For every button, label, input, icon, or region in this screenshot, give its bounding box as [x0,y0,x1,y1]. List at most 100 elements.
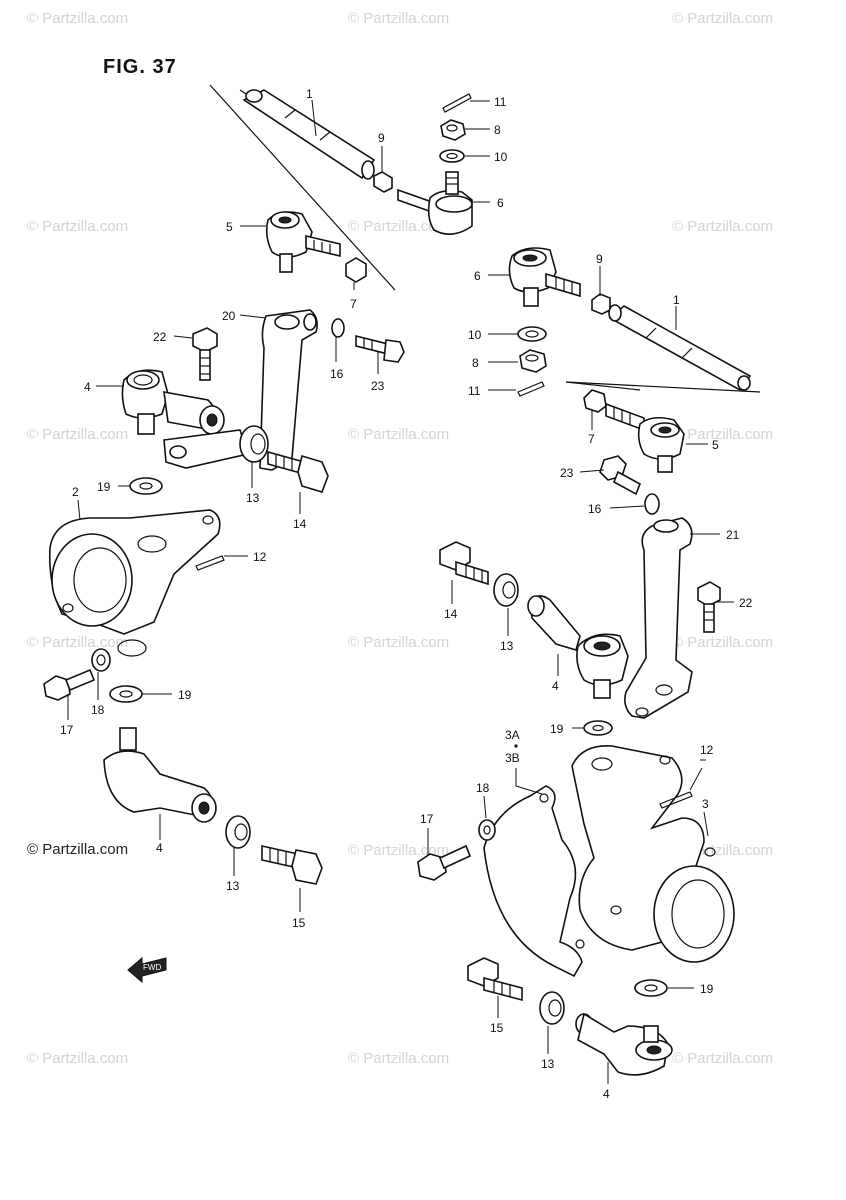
watermark: © Partzilla.com [27,1050,129,1067]
callout-3b: 3B [505,751,520,765]
callout-21: 21 [726,528,740,542]
bolt-17-upper [43,668,96,701]
bolt-14-upper [267,450,329,493]
ball-joint-4-upper [121,369,225,435]
callout-19: 19 [97,480,111,494]
callout-4: 4 [84,380,91,394]
tie-rod-upper [209,84,396,291]
callout-6: 6 [497,196,504,210]
callout-23: 23 [371,379,385,393]
tie-rod-end-6-right [508,247,581,307]
bolt-14-right [439,541,489,586]
bolt-15-right [467,957,523,1002]
watermark: © Partzilla.com [348,634,450,651]
pitman-arm-21 [624,517,693,719]
watermark: © Partzilla.com [672,10,774,27]
watermark: © Partzilla.com [672,1050,774,1067]
callout-1: 1 [673,293,680,307]
watermark: © Partzilla.com [672,218,774,235]
callout-numbers: 1 11 8 10 9 6 5 7 20 22 16 23 4 13 14 19… [60,87,753,1101]
watermark: © Partzilla.com [27,10,129,27]
washer-18-upper [91,648,111,672]
watermark: © Partzilla.com [348,1050,450,1067]
callout-16: 16 [330,367,344,381]
callout-9: 9 [378,131,385,145]
callout-19: 19 [700,982,714,996]
callout-4: 4 [552,679,559,693]
washer-10-right [517,326,547,342]
washer-18-right [478,819,496,841]
bolt-22-right [697,581,721,633]
callout-12: 12 [700,743,714,757]
callout-5: 5 [712,438,719,452]
pitman-arm-20 [259,309,318,471]
watermark: © Partzilla.com [27,218,129,235]
callout-20: 20 [222,309,236,323]
cotter-pin-11-right [517,381,545,397]
cotter-pin-12-right [659,791,693,809]
nut-7-upper [345,257,367,283]
washer-10-upper [439,149,465,163]
bushing-13-lower-left [225,815,251,849]
tie-rod-end-5-upper [265,211,341,273]
washer-16-right [644,493,660,515]
callout-14: 14 [293,517,307,531]
watermark: © Partzilla.com [348,218,450,235]
callout-3: 3 [702,797,709,811]
callout-17: 17 [60,723,74,737]
tie-rod-end-5-right [605,402,685,473]
watermark: © Partzilla.com [27,426,129,443]
watermark: © Partzilla.com [348,842,450,859]
watermark: © Partzilla.com [672,634,774,651]
callout-12: 12 [253,550,267,564]
washer-19-right-upper [583,720,613,736]
callout-18: 18 [91,703,105,717]
callout-leaders [67,99,734,1084]
callout-8: 8 [494,123,501,137]
nut-9-right [591,293,611,315]
callout-1: 1 [306,87,313,101]
callout-23: 23 [560,466,574,480]
callout-9: 9 [596,252,603,266]
callout-13: 13 [541,1057,555,1071]
boot-cover-3a-3b [483,785,585,978]
bolt-17-right [417,844,472,881]
washer-19-lower-left [109,685,143,703]
washer-19-upper [129,477,163,495]
fwd-label: FWD [143,963,161,972]
ball-joint-4-lower-left [103,727,217,823]
bushing-13-right-lower [539,991,565,1025]
washer-16-upper [331,318,345,338]
steering-knuckle-3 [571,745,735,963]
callout-15: 15 [292,916,306,930]
copyright-credit: © Partzilla.com [27,841,129,858]
callout-14: 14 [444,607,458,621]
ball-joint-4-right-lower [575,1012,673,1076]
nut-8-upper [440,119,466,141]
callout-7: 7 [350,297,357,311]
callout-4: 4 [156,841,163,855]
steering-knuckle-2 [48,509,221,657]
callout-10: 10 [494,150,508,164]
callout-13: 13 [246,491,260,505]
tie-rod-end-6-upper [397,171,473,235]
bolt-23-right [599,455,642,496]
tie-rod-right [565,304,761,393]
nut-9-upper [373,171,393,193]
bushing-13-right-upper [493,573,519,607]
figure-label: FIG. 37 [103,56,177,78]
washer-19-right-lower [634,979,668,997]
callout-8: 8 [472,356,479,370]
cotter-pin-12-upper [195,555,225,571]
bolt-15-left [261,845,323,885]
callout-10: 10 [468,328,482,342]
callout-7: 7 [588,432,595,446]
callout-15: 15 [490,1021,504,1035]
ball-joint-4-right-upper [527,595,629,699]
callout-2: 2 [72,485,79,499]
callout-18: 18 [476,781,490,795]
nut-8-right [519,349,547,373]
callout-22: 22 [153,330,167,344]
